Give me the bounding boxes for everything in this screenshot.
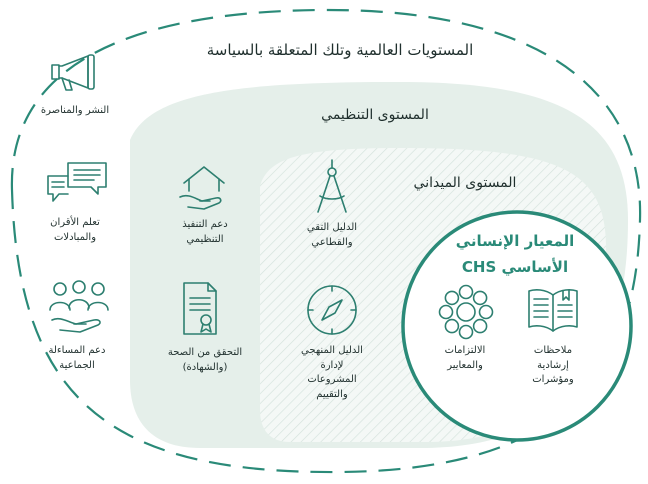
speech-bubbles-icon bbox=[47, 162, 107, 202]
open-book-icon bbox=[528, 289, 578, 332]
global-level-boundary bbox=[10, 8, 642, 474]
global-item-label-2: دعم المساءلة الجماعية bbox=[48, 345, 106, 371]
field-item-label-1: الدليل المنهجي لإدارة المشروعات والتقييم bbox=[301, 345, 363, 400]
global-item-label-0: النشر والمناصرة bbox=[40, 105, 110, 116]
chs-title-line2: الأساسي CHS bbox=[461, 258, 569, 276]
global-level-title: المستويات العالمية وتلك المتعلقة بالسياس… bbox=[206, 41, 474, 59]
organizational-level-title: المستوى التنظيمي bbox=[321, 107, 429, 123]
chs-circle bbox=[401, 210, 633, 442]
global-item-label-1: تعلم الأقران والمبادلات bbox=[50, 217, 100, 243]
field-level-title: المستوى الميداني bbox=[413, 175, 517, 191]
chs-item-label-0: الالتزامات والمعايير bbox=[444, 345, 486, 371]
certificate-icon bbox=[183, 282, 217, 335]
org-item-label-1: التحقق من الصحة (والشهادة) bbox=[167, 347, 243, 373]
house-hand-icon bbox=[179, 166, 225, 210]
org-item-label-0: دعم التنفيذ التنظيمي bbox=[182, 219, 228, 245]
chs-title-line1: المعيار الإنساني bbox=[455, 232, 575, 250]
chs-item-label-1: ملاحظات إرشادية ومؤشرات bbox=[532, 345, 574, 385]
megaphone-icon bbox=[51, 54, 95, 91]
compass-tool-icon bbox=[317, 159, 347, 213]
people-group-icon bbox=[49, 280, 109, 333]
field-item-label-0: الدليل التقي والقطاعي bbox=[306, 222, 358, 248]
flower-circle-icon bbox=[438, 284, 494, 340]
compass-icon bbox=[307, 285, 357, 335]
